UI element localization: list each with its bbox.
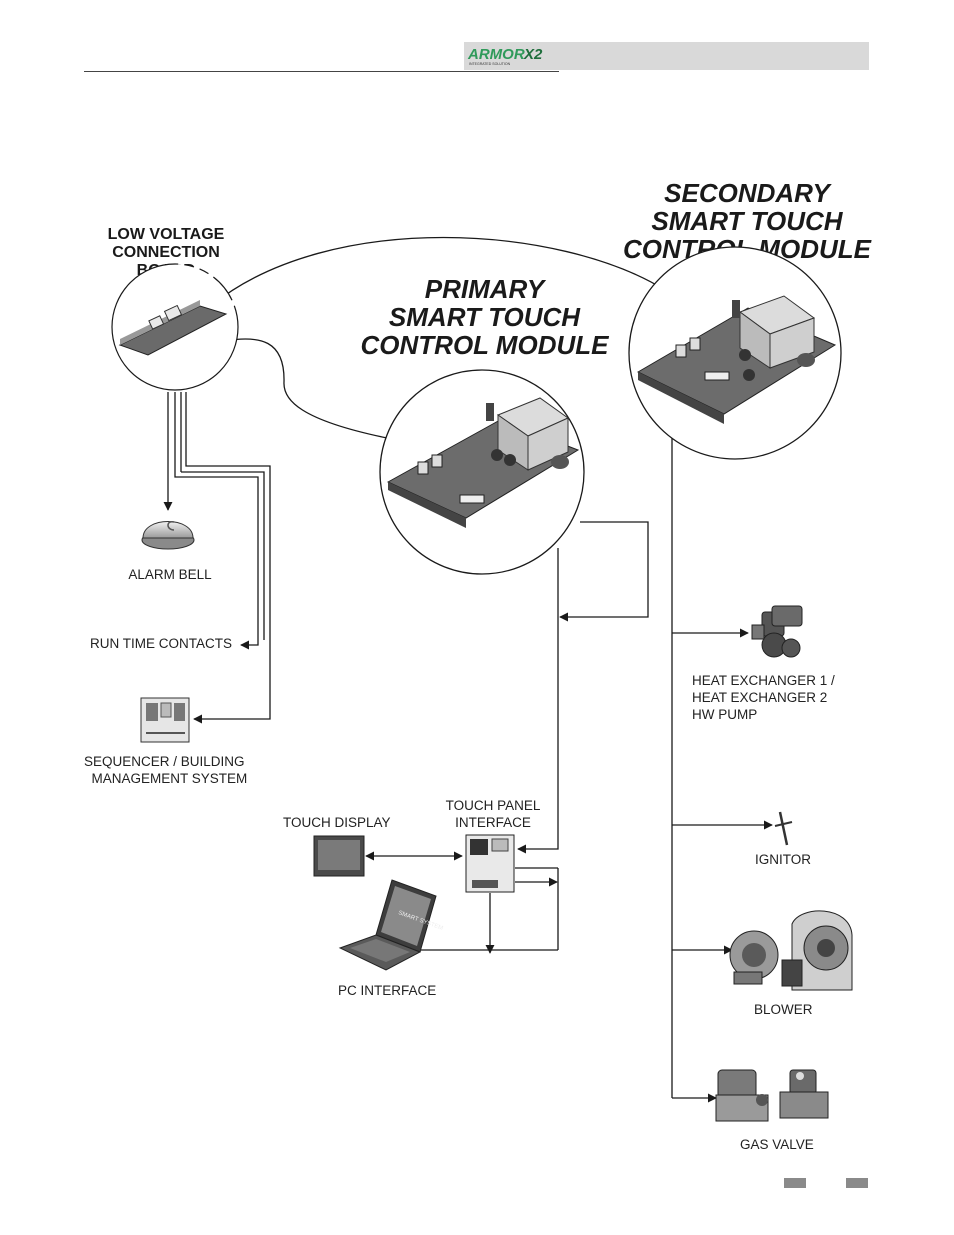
gas-valve-label: GAS VALVE — [740, 1137, 814, 1152]
ignitor-label: IGNITOR — [755, 852, 812, 867]
hx-pump-icon — [751, 605, 803, 658]
touch-panel-interface-icon — [465, 834, 515, 893]
footer-tab-right — [846, 1178, 868, 1188]
alarm-bell-label: ALARM BELL — [128, 567, 212, 582]
lvb-to-run-time-wire — [174, 392, 259, 650]
run-time-contacts-label: RUN TIME CONTACTS — [90, 636, 233, 651]
secondary-to-lvb-wire — [211, 236, 666, 306]
brand-logo: ARMOR X2 INTEGRATED SOLUTION — [467, 46, 543, 66]
logo-tagline: INTEGRATED SOLUTION — [469, 62, 511, 66]
lvb-run-time-wire-3 — [181, 471, 265, 640]
primary-to-lvb-wire — [223, 335, 388, 439]
footer-tab-left — [784, 1178, 806, 1188]
primary-to-touch-panel-wire — [517, 548, 559, 854]
secondary-module-title: SECONDARY SMART TOUCH CONTROL MODULE — [623, 178, 871, 264]
laptop-icon: SMART SYSTEM — [338, 879, 444, 971]
sequencer-label: SEQUENCER / BUILDING MANAGEMENT SYSTEM — [84, 754, 248, 786]
ignitor-icon — [774, 811, 793, 846]
header-bar — [464, 42, 869, 70]
touch-panel-interface-label: TOUCH PANEL INTERFACE — [445, 798, 541, 830]
touch-display-label: TOUCH DISPLAY — [283, 815, 391, 830]
secondary-module-circle — [628, 246, 842, 460]
primary-to-secondary-bus-wire — [559, 521, 649, 622]
primary-module-circle — [379, 369, 585, 575]
lvb-circle — [111, 263, 239, 391]
hx-pump-label: HEAT EXCHANGER 1 / HEAT EXCHANGER 2 HW P… — [692, 673, 835, 722]
logo-text: ARMOR — [467, 46, 525, 63]
header-rule — [84, 71, 559, 72]
touch-display-icon — [313, 835, 365, 877]
pc-interface-label: PC INTERFACE — [338, 983, 437, 998]
sequencer-icon — [140, 697, 190, 743]
logo-suffix: X2 — [523, 46, 543, 63]
primary-module-title: PRIMARY SMART TOUCH CONTROL MODULE — [360, 274, 609, 360]
blower-label: BLOWER — [754, 1002, 813, 1017]
gas-valve-icon — [715, 1069, 829, 1122]
blower-icon — [729, 910, 853, 991]
wiring-lines — [163, 236, 773, 1103]
alarm-bell-icon — [141, 521, 195, 550]
lvb-to-sequencer-wire — [185, 392, 271, 724]
